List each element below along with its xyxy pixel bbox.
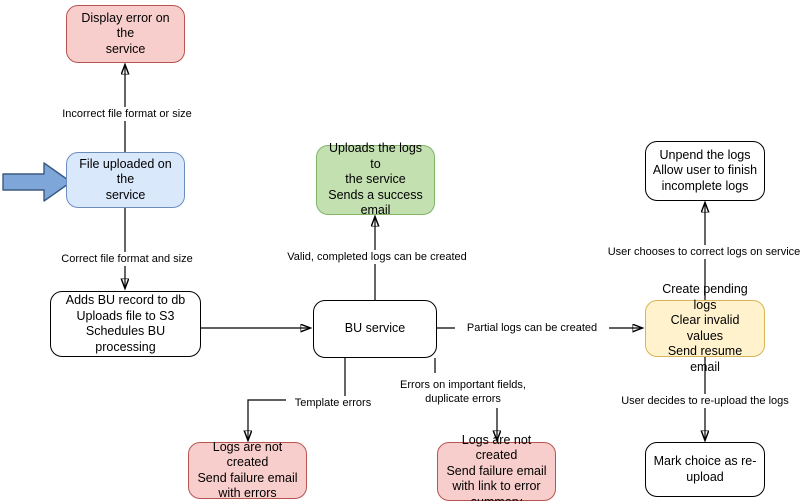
edge-label-partial-logs: Partial logs can be created <box>455 321 609 335</box>
edge-label-valid-logs: Valid, completed logs can be created <box>280 250 474 264</box>
node-unpend-logs[interactable]: Unpend the logs Allow user to finish inc… <box>645 141 765 201</box>
node-logs-not-created-template[interactable]: Logs are not created Send failure email … <box>188 440 307 500</box>
edge-label-correct-format: Correct file format and size <box>55 252 199 266</box>
node-uploads-logs[interactable]: Uploads the logs to the service Sends a … <box>316 141 435 217</box>
edge-label-template-errors: Template errors <box>286 396 380 410</box>
edge-label-important-errors: Errors on important fields, duplicate er… <box>390 378 536 406</box>
node-logs-not-created-summary[interactable]: Logs are not created Send failure email … <box>437 433 556 501</box>
node-adds-bu-record[interactable]: Adds BU record to db Uploads file to S3 … <box>50 291 201 357</box>
node-file-uploaded[interactable]: File uploaded on the service <box>66 152 185 208</box>
edge-label-user-reupload: User decides to re-upload the logs <box>608 394 801 408</box>
node-create-pending-logs[interactable]: Create pending logs Clear invalid values… <box>645 282 765 374</box>
edge-label-user-corrects: User chooses to correct logs on service <box>602 245 801 259</box>
node-mark-reupload[interactable]: Mark choice as re- upload <box>645 442 765 497</box>
start-arrow <box>2 162 72 202</box>
node-bu-service[interactable]: BU service <box>313 300 437 358</box>
edge-label-incorrect-format: Incorrect file format or size <box>55 107 199 121</box>
node-display-error[interactable]: Display error on the service <box>66 5 185 63</box>
